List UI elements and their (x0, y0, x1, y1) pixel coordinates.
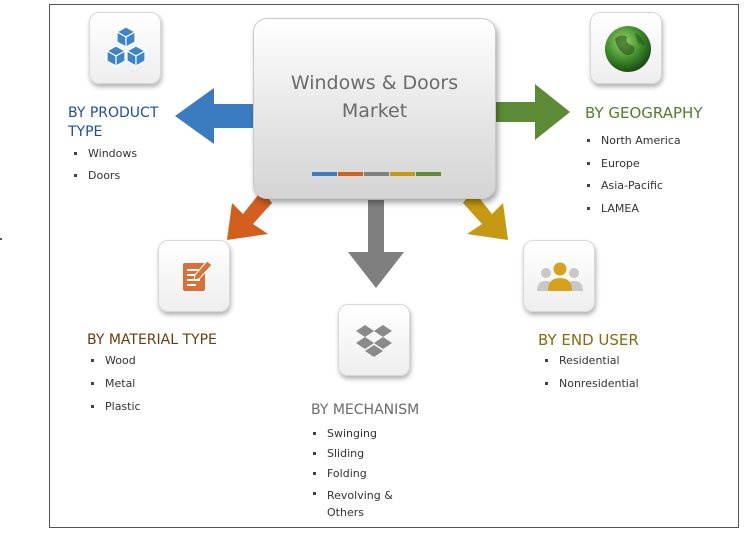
cubes-icon (105, 26, 147, 68)
mechanism-title: BY MECHANISM (311, 402, 420, 418)
color-bar-gold (390, 172, 415, 176)
list-item: Plastic (87, 400, 141, 423)
color-bar-green (416, 172, 441, 176)
color-bar-gray (364, 172, 389, 176)
arrow-material (227, 190, 272, 240)
enduser-title: BY END USER (538, 331, 639, 349)
geography-icon-box (590, 12, 662, 84)
geography-list: North America Europe Asia-Pacific LAMEA (583, 134, 681, 224)
center-title: Windows & Doors Market (290, 72, 459, 122)
list-item: Folding (309, 467, 393, 487)
dropbox-icon (356, 325, 392, 357)
arrow-enduser (463, 190, 508, 240)
list-item: Wood (87, 354, 141, 377)
stray-mark (0, 238, 2, 240)
geography-title: BY GEOGRAPHY (585, 104, 703, 122)
material-title: BY MATERIAL TYPE (87, 332, 217, 348)
list-item: Asia-Pacific (583, 179, 681, 202)
material-list: Wood Metal Plastic (87, 354, 141, 423)
list-item: Sliding (309, 447, 393, 467)
color-bar-blue (312, 172, 337, 176)
list-item: Revolving & Others (309, 487, 393, 523)
material-icon-box (158, 240, 230, 312)
product-list: Windows Doors (70, 147, 137, 191)
globe-icon (605, 26, 651, 72)
users-icon (537, 262, 583, 291)
list-item: North America (583, 134, 681, 157)
list-item: Nonresidential (541, 377, 639, 400)
list-item: Residential (541, 354, 639, 377)
enduser-icon-box (523, 240, 595, 312)
arrow-geography (496, 84, 570, 140)
document-pen-icon (183, 260, 213, 291)
product-icon-box (89, 12, 161, 84)
arrow-mechanism (348, 200, 404, 288)
list-item: Doors (70, 169, 137, 191)
enduser-list: Residential Nonresidential (541, 354, 639, 400)
center-market-box: Windows & Doors Market (253, 18, 496, 199)
product-title: BY PRODUCT TYPE (68, 105, 159, 140)
list-item: Europe (583, 157, 681, 180)
list-item: Swinging (309, 427, 393, 447)
color-bar-orange (338, 172, 363, 176)
mechanism-list: Swinging Sliding Folding Revolving & Oth… (309, 427, 393, 523)
list-item: LAMEA (583, 202, 681, 225)
mechanism-icon-box (338, 304, 410, 376)
arrow-product (175, 88, 253, 144)
list-item: Metal (87, 377, 141, 400)
list-item: Windows (70, 147, 137, 169)
